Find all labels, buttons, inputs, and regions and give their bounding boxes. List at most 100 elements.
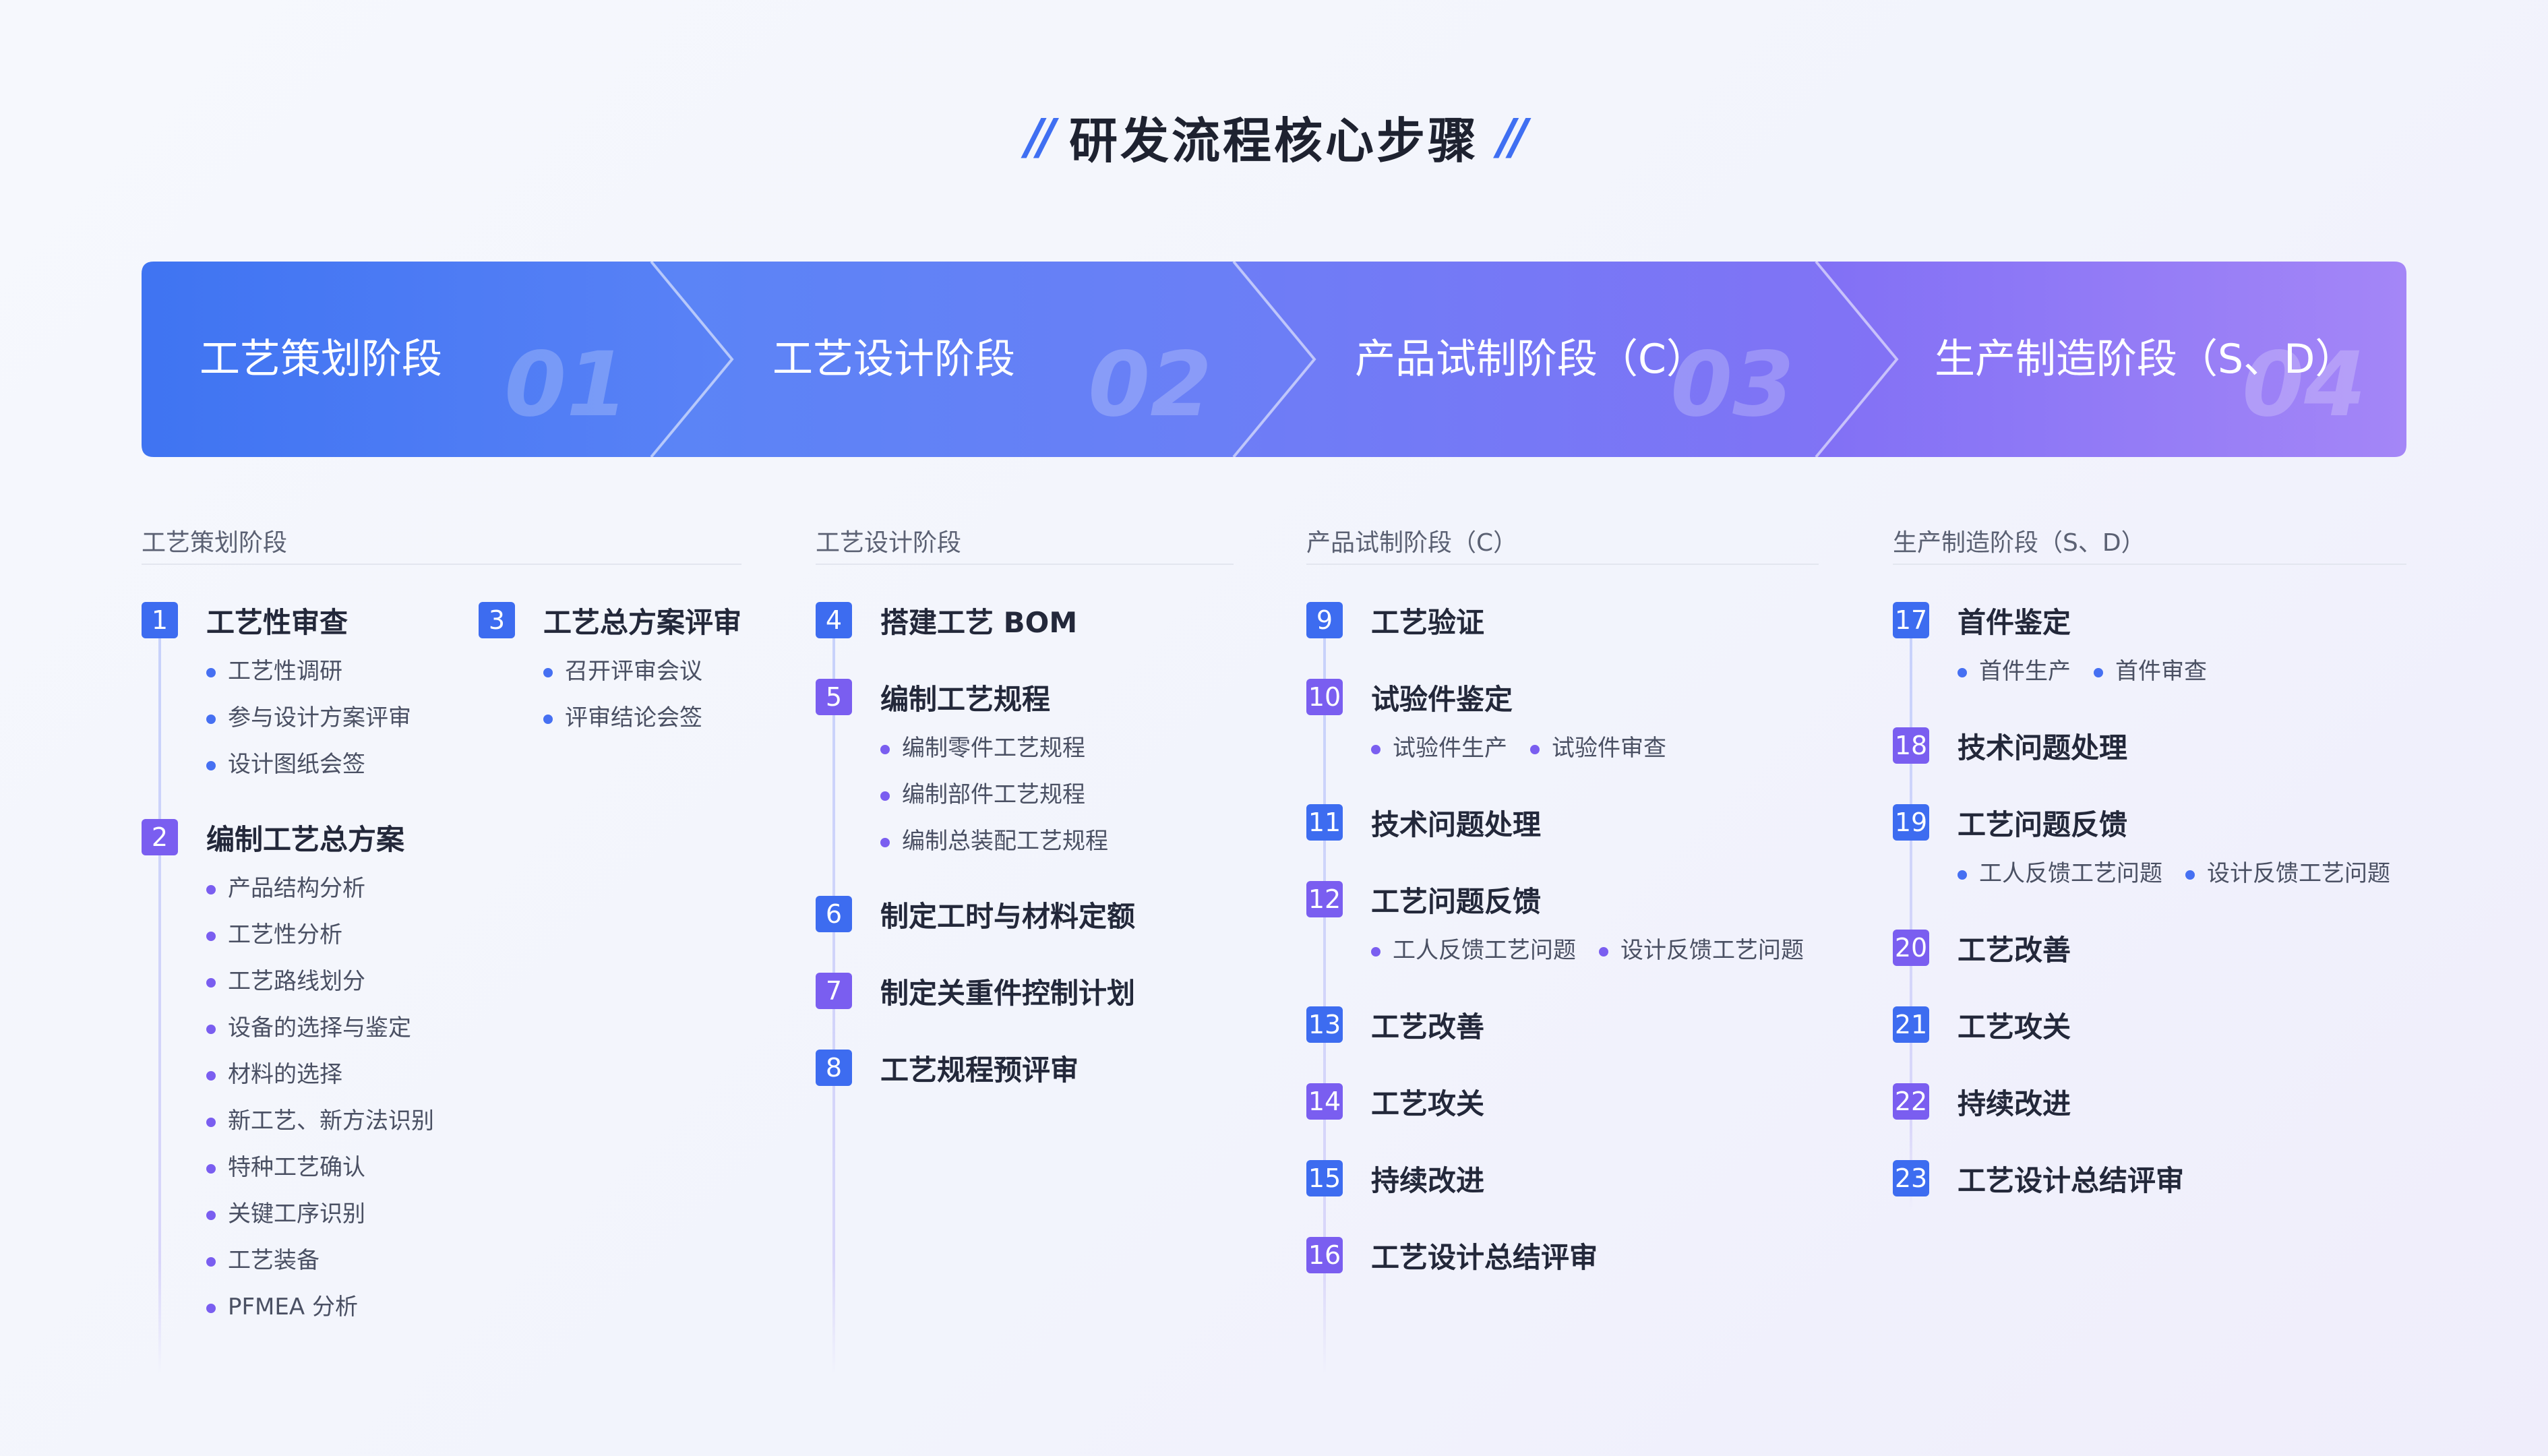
step-20-badge: 20 — [1893, 930, 1929, 966]
step-15-badge: 15 — [1306, 1160, 1343, 1196]
bullet-icon — [206, 714, 216, 724]
step-19-badge: 19 — [1893, 804, 1929, 841]
step-2-sub: 产品结构分析 — [206, 866, 434, 912]
phase-4-label: 生产制造阶段（S、D） — [1935, 336, 2356, 383]
step-1-title: 工艺性审查 — [206, 605, 348, 639]
step-4-badge: 4 — [816, 602, 852, 638]
phase-divider-2 — [1232, 260, 1316, 458]
bullet-icon — [1530, 744, 1540, 754]
bullet-icon — [206, 884, 216, 894]
step-10-badge: 10 — [1306, 679, 1343, 715]
step-6-title: 制定工时与材料定额 — [880, 899, 1136, 933]
bullet-icon — [1958, 870, 1967, 880]
step-7-title: 制定关重件控制计划 — [880, 976, 1136, 1010]
step-1: 1 工艺性审查 工艺性调研 参与设计方案评审 设计图纸会签 — [142, 600, 411, 788]
step-9-badge: 9 — [1306, 602, 1343, 638]
bullet-icon — [543, 714, 553, 724]
step-17-sub: 首件生产 — [1958, 648, 2071, 695]
step-2-sub: 关键工序识别 — [206, 1191, 434, 1238]
step-12-sub: 工人反馈工艺问题 — [1371, 928, 1576, 974]
step-17-title: 首件鉴定 — [1958, 605, 2071, 639]
title-area: // 研发流程核心步骤 // — [0, 101, 2548, 172]
step-18-badge: 18 — [1893, 727, 1929, 764]
step-12-sub: 设计反馈工艺问题 — [1599, 928, 1804, 974]
step-2-sub: 材料的选择 — [206, 1052, 434, 1098]
bullet-icon — [206, 1117, 216, 1127]
step-19: 19 工艺问题反馈 工人反馈工艺问题 设计反馈工艺问题 — [1893, 802, 2413, 897]
step-10-sub: 试验件审查 — [1530, 725, 1666, 772]
bullet-icon — [880, 744, 890, 754]
step-20-title: 工艺改善 — [1958, 933, 2071, 967]
step-15: 15 持续改进 — [1306, 1158, 1484, 1199]
step-12-title: 工艺问题反馈 — [1371, 884, 1542, 918]
step-16-title: 工艺设计总结评审 — [1371, 1240, 1598, 1274]
column-4-rail — [1910, 620, 1912, 1213]
step-2-badge: 2 — [142, 819, 178, 855]
step-17-sub: 首件审查 — [2094, 648, 2207, 695]
phase-band: 01 02 03 04 工艺策划阶段 工艺设计阶段 产品试制阶段（C） 生产制造… — [142, 260, 2406, 458]
phase-divider-1 — [650, 260, 734, 458]
step-3: 3 工艺总方案评审 召开评审会议 评审结论会签 — [479, 600, 741, 741]
step-23-badge: 23 — [1893, 1160, 1929, 1196]
step-2-sub: 工艺性分析 — [206, 912, 434, 959]
phase-1-label: 工艺策划阶段 — [200, 336, 442, 383]
bullet-icon — [206, 931, 216, 941]
phase-2-label: 工艺设计阶段 — [772, 336, 1015, 383]
phase-4-number: 04 — [2242, 333, 2366, 437]
step-19-sub: 工人反馈工艺问题 — [1958, 851, 2162, 897]
column-2-heading: 工艺设计阶段 — [816, 523, 1234, 565]
step-8-title: 工艺规程预评审 — [880, 1053, 1079, 1087]
step-2-sub: 工艺路线划分 — [206, 959, 434, 1005]
page-title: 研发流程核心步骤 — [1068, 113, 1479, 169]
step-15-title: 持续改进 — [1371, 1163, 1485, 1197]
bullet-icon — [1371, 744, 1381, 754]
step-18-title: 技术问题处理 — [1958, 731, 2128, 764]
bullet-icon — [1958, 667, 1967, 677]
bullet-icon — [2185, 870, 2195, 880]
bullet-icon — [880, 837, 890, 847]
step-14-title: 工艺攻关 — [1371, 1087, 1485, 1120]
column-4-heading: 生产制造阶段（S、D） — [1893, 523, 2406, 565]
step-11-title: 技术问题处理 — [1371, 808, 1542, 841]
phase-2-shape — [651, 262, 1314, 457]
step-12: 12 工艺问题反馈 工人反馈工艺问题 设计反馈工艺问题 — [1306, 879, 1827, 974]
step-4-title: 搭建工艺 BOM — [880, 605, 1078, 639]
page-title-row: // 研发流程核心步骤 // — [1006, 101, 1541, 172]
step-2-sub: 特种工艺确认 — [206, 1145, 434, 1191]
bullet-icon — [206, 1024, 216, 1034]
step-9-title: 工艺验证 — [1371, 605, 1485, 639]
bullet-icon — [1599, 946, 1608, 957]
step-3-sub: 评审结论会签 — [543, 695, 741, 741]
step-12-badge: 12 — [1306, 881, 1343, 917]
step-3-sub: 召开评审会议 — [543, 648, 741, 695]
phase-1-shape — [142, 262, 732, 457]
phase-3-label: 产品试制阶段（C） — [1355, 336, 1707, 383]
bullet-icon — [206, 1256, 216, 1267]
slash-decoration-left: // — [1025, 108, 1056, 165]
bullet-icon — [206, 977, 216, 988]
step-14-badge: 14 — [1306, 1083, 1343, 1120]
bullet-icon — [206, 1210, 216, 1220]
step-19-sub: 设计反馈工艺问题 — [2185, 851, 2390, 897]
step-6: 6 制定工时与材料定额 — [816, 894, 1135, 934]
phase-3-shape — [1234, 262, 1897, 457]
step-8-badge: 8 — [816, 1050, 852, 1086]
step-10-title: 试验件鉴定 — [1371, 682, 1513, 716]
step-1-badge: 1 — [142, 602, 178, 638]
bullet-icon — [206, 1303, 216, 1313]
column-1-rail — [158, 620, 161, 1375]
step-19-title: 工艺问题反馈 — [1958, 808, 2128, 841]
step-2-sub: 工艺装备 — [206, 1238, 434, 1284]
bullet-icon — [880, 791, 890, 801]
phase-3-number: 03 — [1670, 333, 1794, 437]
step-6-badge: 6 — [816, 896, 852, 932]
step-2-sub: 设备的选择与鉴定 — [206, 1005, 434, 1052]
bullet-icon — [206, 760, 216, 770]
column-3-rail — [1323, 620, 1326, 1375]
